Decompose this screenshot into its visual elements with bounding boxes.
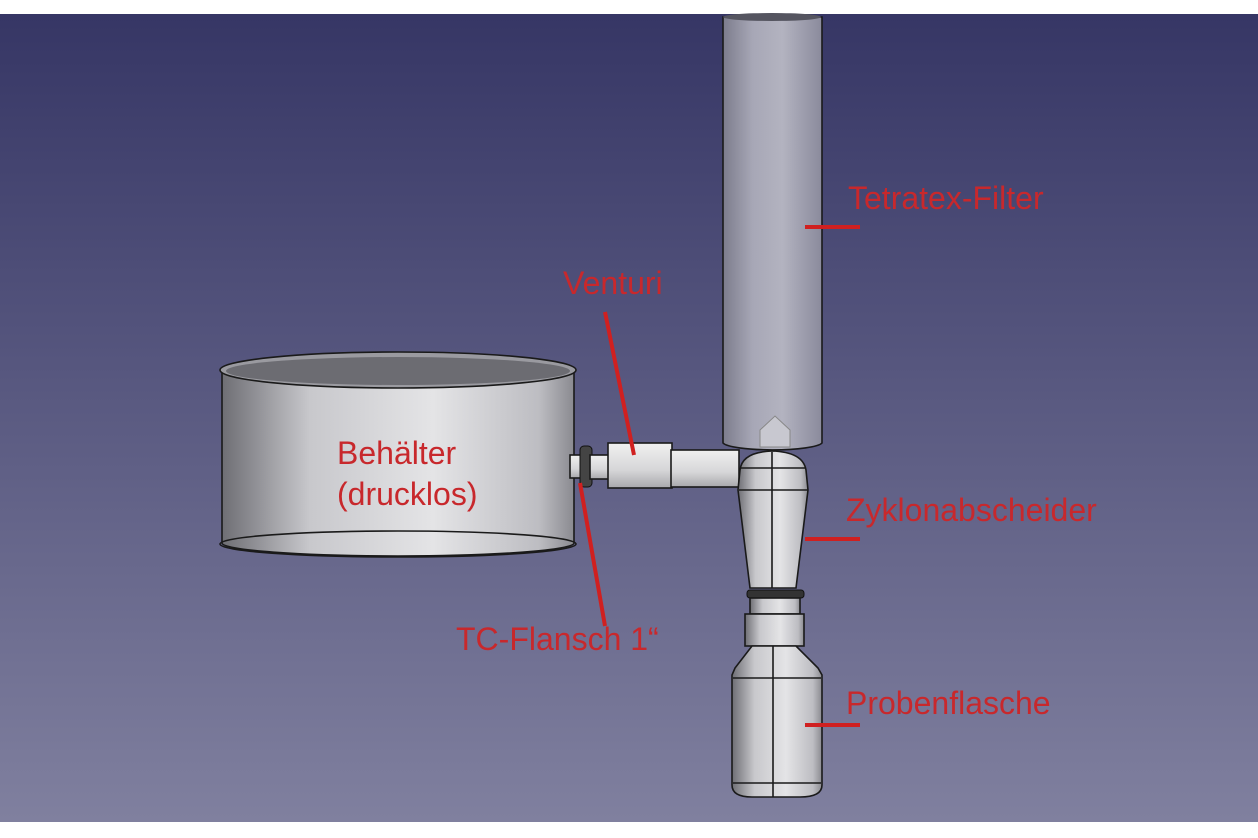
pipe-venturi-model[interactable]: [569, 442, 740, 489]
filter-model[interactable]: [722, 13, 823, 451]
filter-label: Tetratex-Filter: [848, 180, 1044, 216]
viewport-background: [0, 14, 1258, 822]
tank-label-line2: (drucklos): [337, 476, 477, 512]
cyclone-model[interactable]: [737, 450, 809, 647]
flange-leader-line: [578, 482, 607, 627]
venturi-label: Venturi: [563, 265, 663, 301]
leader-lines: [578, 225, 860, 727]
venturi-leader-line: [603, 311, 636, 456]
cyclone-label: Zyklonabscheider: [846, 492, 1097, 528]
tank-label-line1: Behälter: [337, 435, 457, 471]
tank-model[interactable]: [219, 351, 577, 558]
sample-bottle-model[interactable]: [731, 645, 823, 798]
flange-label: TC-Flansch 1“: [456, 621, 659, 657]
bottle-label: Probenflasche: [846, 685, 1051, 721]
